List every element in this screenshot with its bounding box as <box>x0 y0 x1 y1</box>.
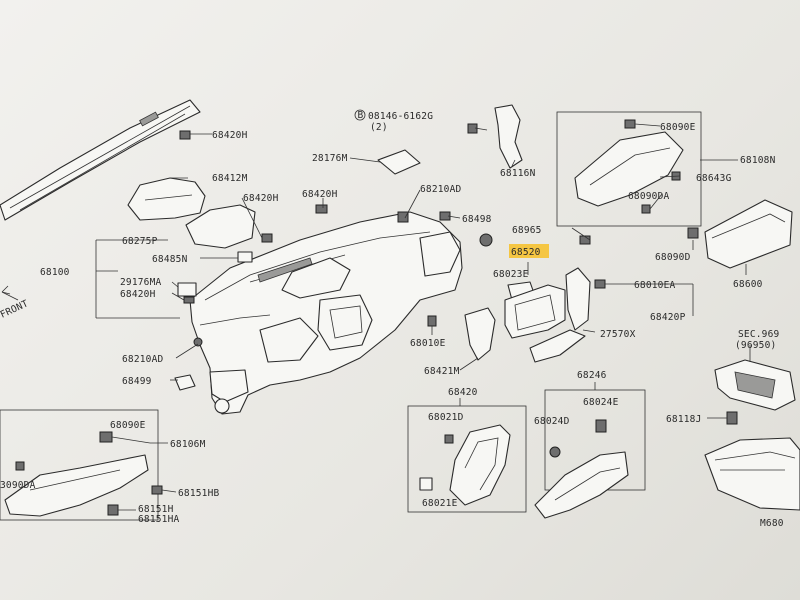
label-08146-qty: (2) <box>370 122 388 133</box>
label-68090d: 68090D <box>655 252 691 263</box>
dashboard-68100-part <box>189 211 463 415</box>
clip-68090d-part <box>687 227 699 239</box>
label-front: FRONT <box>0 298 30 321</box>
label-68118j: 68118J <box>666 414 702 425</box>
clip-68420h-part-b <box>261 233 273 243</box>
label-68100: 68100 <box>40 267 70 278</box>
clip-68090e-top-part <box>624 119 636 129</box>
label-68420h-d: 68420H <box>120 289 156 300</box>
bracket-68116n-part <box>494 104 523 169</box>
label-68024e: 68024E <box>583 397 619 408</box>
label-68499: 68499 <box>122 376 152 387</box>
part-labels: 68420H 08146-6162G (2) 28176M 68116N 680… <box>0 111 784 529</box>
cluster-cover-group-box <box>407 405 527 513</box>
glovebox-group-box <box>556 111 702 227</box>
panel-28176m-part <box>377 149 421 175</box>
label-68420h-c: 68420H <box>302 189 338 200</box>
clip-68210ad-part <box>397 211 409 223</box>
bezel-27570x-part <box>529 329 586 363</box>
label-68485n: 68485N <box>152 254 188 265</box>
label-68600: 68600 <box>733 279 763 290</box>
cluster-cover-68420-part <box>449 424 511 506</box>
label-68024d: 68024D <box>534 416 570 427</box>
bolt-symbol-letter: B <box>358 110 364 121</box>
clip-68498-round-part <box>479 233 493 247</box>
label-68420h-a: 68420H <box>212 130 248 141</box>
label-68090da-top: 68090DA <box>628 191 670 202</box>
label-68090e-bot: 68090E <box>110 420 146 431</box>
label-68421m: 68421M <box>424 366 460 377</box>
clip-68021d-part <box>444 434 454 444</box>
clip-68210ad-part-b <box>193 337 203 347</box>
lower-panel-68106m-part <box>4 454 149 517</box>
label-68116n: 68116N <box>500 168 536 179</box>
label-29176ma: 29176MA <box>120 277 162 288</box>
lower-cover-68246-part <box>534 451 629 519</box>
lid-68275p-part <box>185 204 256 249</box>
panel-29176ma-part <box>177 282 197 297</box>
label-68420: 68420 <box>448 387 478 398</box>
leader-lines <box>95 123 751 511</box>
label-68210ad: 68210AD <box>420 184 462 195</box>
label-68965: 68965 <box>512 225 542 236</box>
label-68412m: 68412M <box>212 173 248 184</box>
clip-68024e-part <box>595 419 607 433</box>
label-68210ad-b: 68210AD <box>122 354 164 365</box>
label-68643g: 68643G <box>696 173 732 184</box>
label-27570x: 27570X <box>600 329 636 340</box>
label-68420p: 68420P <box>650 312 686 323</box>
clip-68021e-part <box>419 477 433 491</box>
label-08146: 08146-6162G <box>368 111 433 122</box>
clip-68010e-part <box>427 315 437 327</box>
label-68420h-b: 68420H <box>243 193 279 204</box>
label-68498: 68498 <box>462 214 492 225</box>
console-m680-part <box>704 437 800 511</box>
label-68275p: 68275P <box>122 236 158 247</box>
clip-68090e-bot-part <box>99 431 113 443</box>
clip-68151h-part <box>107 504 119 516</box>
label-sec969-sub: (96950) <box>735 340 776 351</box>
label-68106m: 68106M <box>170 439 206 450</box>
label-68151hb: 68151HB <box>178 488 220 499</box>
clip-68090da-bot-part <box>15 461 25 471</box>
label-m680: M680 <box>760 518 784 529</box>
cross-member-part <box>0 99 201 221</box>
clip-68024d-part <box>549 446 561 458</box>
side-trim-part <box>565 267 591 331</box>
clip-68965-part <box>579 235 591 245</box>
label-68246: 68246 <box>577 370 607 381</box>
label-68010ea: 68010EA <box>634 280 676 291</box>
highlight-68520 <box>509 244 549 258</box>
clip-68151hb-part <box>151 485 163 495</box>
label-68090da-bot: 3090DA <box>0 480 36 491</box>
glovebox-lid-68600-part <box>704 199 793 269</box>
label-68023e: 68023E <box>493 269 529 280</box>
bolt-symbol-icon <box>354 109 366 121</box>
front-arrow-icon <box>1 285 19 301</box>
label-68151ha: 68151HA <box>138 514 180 525</box>
clip-68420h-part-c <box>315 204 328 214</box>
clip-68118j-part <box>726 411 738 425</box>
upper-cover-68412m-part <box>127 177 206 221</box>
label-68090e-top: 68090E <box>660 122 696 133</box>
label-68021e: 68021E <box>422 498 458 509</box>
label-68010e: 68010E <box>410 338 446 349</box>
trim-68010e-part <box>464 307 496 361</box>
clip-68420h-part <box>179 130 191 140</box>
label-68108n: 68108N <box>740 155 776 166</box>
label-68151h: 68151H <box>138 504 174 515</box>
clip-68485n-part <box>237 251 253 263</box>
clip-68010ea-part <box>594 279 606 289</box>
label-68021d: 68021D <box>428 412 464 423</box>
clip-68090da-top-part <box>641 204 651 214</box>
cluster-lid-68420p-part <box>504 284 566 339</box>
label-28176m: 28176M <box>312 153 348 164</box>
label-68520: 68520 <box>511 247 541 258</box>
clip-68420h-part-d <box>183 296 195 304</box>
lower-panel-group-box <box>0 409 159 521</box>
label-sec969: SEC.969 <box>738 329 780 340</box>
clip-68499-part <box>174 374 196 391</box>
